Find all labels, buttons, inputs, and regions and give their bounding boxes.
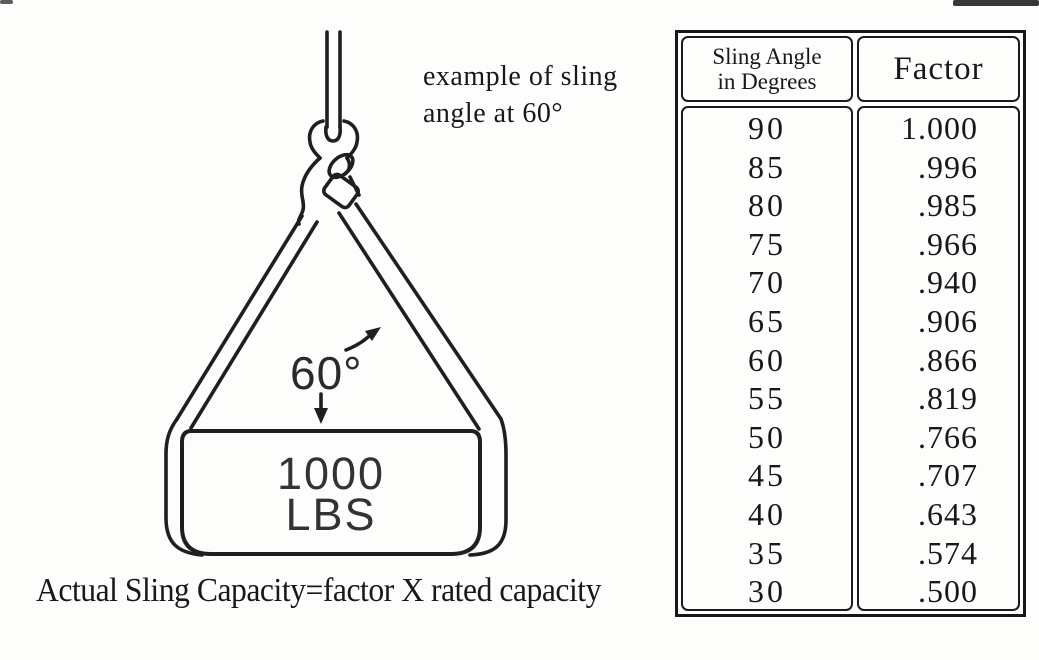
angle-value: 90 [748,110,786,146]
factor-value: 1.000 [901,110,978,146]
factor-value: .866 [918,341,978,378]
example-label-line2: angle at 60° [423,98,564,129]
factor-values: 1.000.996.985.966.940.906.866.819.766.70… [857,106,1020,611]
angle-value: 75 [748,225,786,262]
factor-value: .996 [918,148,978,185]
scan-smudge-top-left [0,0,13,4]
angle-value: 50 [748,418,786,455]
example-label: example of sling angle at 60° [423,58,618,132]
sling-wrap [164,417,508,557]
angle-value: 30 [748,573,786,610]
sling-leg-left [175,214,319,430]
factor-value: .707 [918,457,978,494]
angle-value: 45 [748,457,786,494]
angle-arrow-curved [344,327,381,352]
load-weight-value: 1000 [276,448,386,499]
factor-value: .966 [918,225,978,262]
example-label-line1: example of sling [423,61,618,92]
angle-arrow-down [314,392,328,424]
load-box [180,429,482,556]
sling-diagram [164,30,508,557]
factor-value: .500 [918,573,978,610]
sling-leg-right [337,202,503,431]
angle-value: 60 [748,341,786,378]
angle-value: 40 [748,495,786,532]
capacity-formula-caption: Actual Sling Capacity=factor X rated cap… [36,572,601,609]
factor-value: .574 [918,534,978,571]
factor-value: .819 [918,380,978,417]
table-header-angle-line2: in Degrees [717,69,817,94]
angle-value: 85 [748,148,786,185]
crane-cable [325,30,342,129]
factor-value: .985 [918,187,978,224]
factor-value: .940 [918,264,978,301]
load-weight-unit: LBS [285,489,377,540]
table-header-angle: Sling Angle in Degrees [681,36,853,102]
table-header-factor: Factor [857,36,1020,102]
angle-value-label: 60° [290,347,363,399]
table-header-angle-line1: Sling Angle [712,44,822,69]
angle-value: 70 [748,264,786,301]
factor-value: .766 [918,418,978,455]
angle-value: 65 [748,302,786,339]
factor-value: .906 [918,302,978,339]
angle-value: 55 [748,380,786,417]
angle-value: 80 [748,187,786,224]
sling-eye-loops [321,152,361,210]
scan-smudge-top-right [953,0,1039,6]
load-weight-label: 1000 LBS [182,448,480,540]
angle-value: 35 [748,534,786,571]
factor-value: .643 [918,495,978,532]
